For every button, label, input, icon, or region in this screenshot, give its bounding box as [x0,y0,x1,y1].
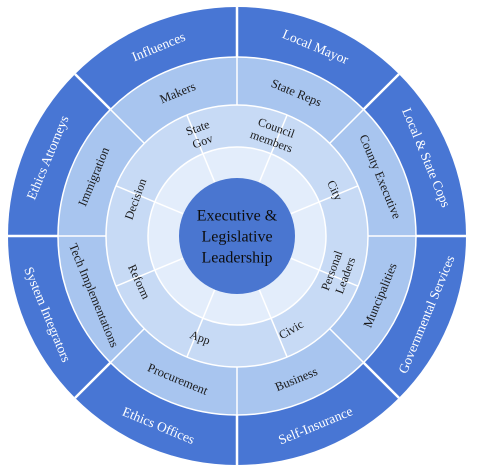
segment-divider [74,73,112,111]
ring2-label-state-gov: StateGov [184,117,216,152]
segment-divider [290,185,359,215]
center-disc [179,178,295,294]
center-line-3: Leadership [201,250,272,267]
segment-divider [329,328,365,364]
segment-divider [109,108,145,144]
segment-divider [74,361,112,399]
segment-divider [109,328,145,364]
segment-divider [258,114,288,183]
segment-divider [362,73,400,111]
segment-divider [329,108,365,144]
ring2-label-app: App [188,327,212,347]
segment-divider [362,361,400,399]
segment-dividers [8,7,466,465]
segment-divider [115,185,184,215]
center-line-1: Executive & [197,208,278,225]
segment-divider [258,289,288,358]
center-line-2: Legislative [201,229,272,246]
segment-divider [186,289,216,358]
segment-divider [115,257,184,287]
center-label: Executive & Legislative Leadership [197,208,278,267]
segment-divider [186,114,216,183]
segment-divider [290,257,359,287]
